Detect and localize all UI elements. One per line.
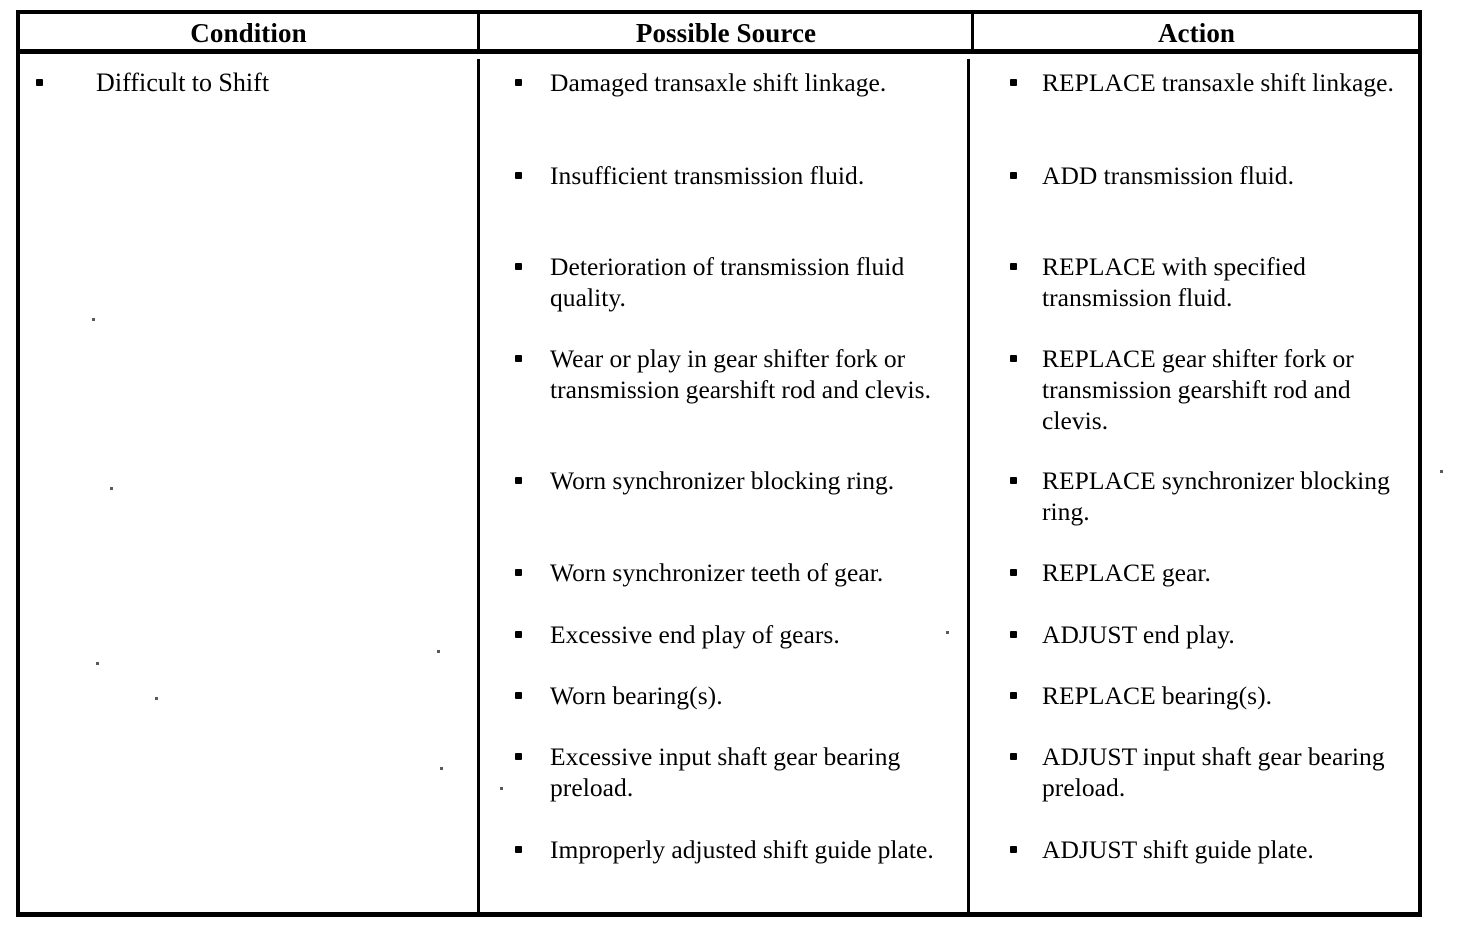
list-item: Worn synchronizer teeth of gear. xyxy=(515,557,955,588)
list-item: Deterioration of transmission fluid qual… xyxy=(515,251,955,313)
header-column-divider-1 xyxy=(477,14,480,54)
header-column-divider-2 xyxy=(971,14,974,54)
scan-speck xyxy=(1440,470,1443,473)
bullet-icon xyxy=(515,355,522,362)
list-item: ADJUST shift guide plate. xyxy=(1010,834,1410,865)
column-header-condition: Condition xyxy=(190,18,307,48)
scan-speck xyxy=(946,631,949,634)
scan-speck xyxy=(440,767,443,770)
list-item-label: ADJUST end play. xyxy=(1042,620,1235,649)
bullet-icon xyxy=(515,263,522,270)
bullet-icon xyxy=(1010,846,1017,853)
list-item: Damaged transaxle shift linkage. xyxy=(515,67,955,98)
list-item-label: REPLACE bearing(s). xyxy=(1042,681,1273,710)
bullet-icon xyxy=(515,172,522,179)
list-item: Excessive input shaft gear bearing prelo… xyxy=(515,741,955,803)
bullet-icon xyxy=(515,753,522,760)
bullet-icon xyxy=(1010,263,1017,270)
list-item: REPLACE gear shifter fork or transmissio… xyxy=(1010,343,1410,436)
column-header-possible-source: Possible Source xyxy=(635,18,817,48)
body-column-divider-2 xyxy=(967,59,970,916)
list-item-label: Excessive input shaft gear bearing prelo… xyxy=(550,742,901,802)
body-column-divider-1 xyxy=(477,59,480,916)
list-item: REPLACE synchronizer blocking ring. xyxy=(1010,465,1410,527)
bullet-icon xyxy=(515,631,522,638)
bullet-icon xyxy=(1010,631,1017,638)
list-item-label: ADD transmission fluid. xyxy=(1042,161,1295,190)
list-item: REPLACE gear. xyxy=(1010,557,1410,588)
list-item-label: REPLACE synchronizer blocking ring. xyxy=(1042,466,1390,526)
bullet-icon xyxy=(1010,172,1017,179)
table-header-row: Condition Possible Source Action xyxy=(20,14,1418,54)
list-item: ADJUST end play. xyxy=(1010,619,1410,650)
list-item: Worn bearing(s). xyxy=(515,680,955,711)
bullet-icon xyxy=(1010,569,1017,576)
cell-action: REPLACE transaxle shift linkage. ADD tra… xyxy=(971,59,1418,916)
list-item: Worn synchronizer blocking ring. xyxy=(515,465,955,496)
list-item-label: Wear or play in gear shifter fork or tra… xyxy=(550,344,931,404)
list-item: REPLACE transaxle shift linkage. xyxy=(1010,67,1410,98)
list-item: REPLACE with specified transmission flui… xyxy=(1010,251,1410,313)
list-item-label: Excessive end play of gears. xyxy=(550,620,840,649)
list-item-label: Worn synchronizer teeth of gear. xyxy=(550,558,884,587)
bullet-icon xyxy=(515,477,522,484)
list-item: ADJUST input shaft gear bearing preload. xyxy=(1010,741,1410,803)
column-header-action: Action xyxy=(1157,18,1236,48)
list-item-label: REPLACE transaxle shift linkage. xyxy=(1042,68,1394,97)
bullet-icon xyxy=(1010,753,1017,760)
list-item-label: Damaged transaxle shift linkage. xyxy=(550,68,887,97)
scan-speck xyxy=(110,487,113,490)
list-item: Wear or play in gear shifter fork or tra… xyxy=(515,343,955,405)
list-item-label: REPLACE gear shifter fork or transmissio… xyxy=(1042,344,1354,435)
list-item: REPLACE bearing(s). xyxy=(1010,680,1410,711)
list-item: Excessive end play of gears. xyxy=(515,619,955,650)
list-item-label: ADJUST input shaft gear bearing preload. xyxy=(1042,742,1385,802)
bullet-icon xyxy=(515,692,522,699)
bullet-icon xyxy=(515,846,522,853)
list-item-label: REPLACE with specified transmission flui… xyxy=(1042,252,1306,312)
bullet-icon xyxy=(1010,79,1017,86)
list-item-label: Worn bearing(s). xyxy=(550,681,723,710)
list-item: Improperly adjusted shift guide plate. xyxy=(515,834,955,865)
list-item-label: Deterioration of transmission fluid qual… xyxy=(550,252,905,312)
cell-condition: Difficult to Shift xyxy=(20,59,477,916)
list-item: Difficult to Shift xyxy=(36,67,269,98)
list-item: ADD transmission fluid. xyxy=(1010,160,1410,191)
table-body-row: Difficult to Shift Damaged transaxle shi… xyxy=(20,59,1418,916)
list-item-label: REPLACE gear. xyxy=(1042,558,1211,587)
bullet-icon xyxy=(1010,355,1017,362)
scan-speck xyxy=(96,662,99,665)
bullet-icon xyxy=(1010,692,1017,699)
bullet-icon xyxy=(36,79,43,86)
troubleshooting-table: Condition Possible Source Action Difficu… xyxy=(16,10,1422,917)
list-item-label: Worn synchronizer blocking ring. xyxy=(550,466,895,495)
scan-speck xyxy=(155,697,158,700)
bullet-icon xyxy=(515,569,522,576)
bullet-icon xyxy=(515,79,522,86)
list-item-label: Insufficient transmission fluid. xyxy=(550,161,865,190)
list-item-label: Difficult to Shift xyxy=(96,68,270,97)
list-item-label: Improperly adjusted shift guide plate. xyxy=(550,835,934,864)
list-item: Insufficient transmission fluid. xyxy=(515,160,955,191)
scan-speck xyxy=(92,318,95,321)
cell-possible-source: Damaged transaxle shift linkage. Insuffi… xyxy=(481,59,967,916)
list-item-label: ADJUST shift guide plate. xyxy=(1042,835,1314,864)
scan-speck xyxy=(500,787,503,790)
scan-speck xyxy=(437,650,440,653)
bullet-icon xyxy=(1010,477,1017,484)
